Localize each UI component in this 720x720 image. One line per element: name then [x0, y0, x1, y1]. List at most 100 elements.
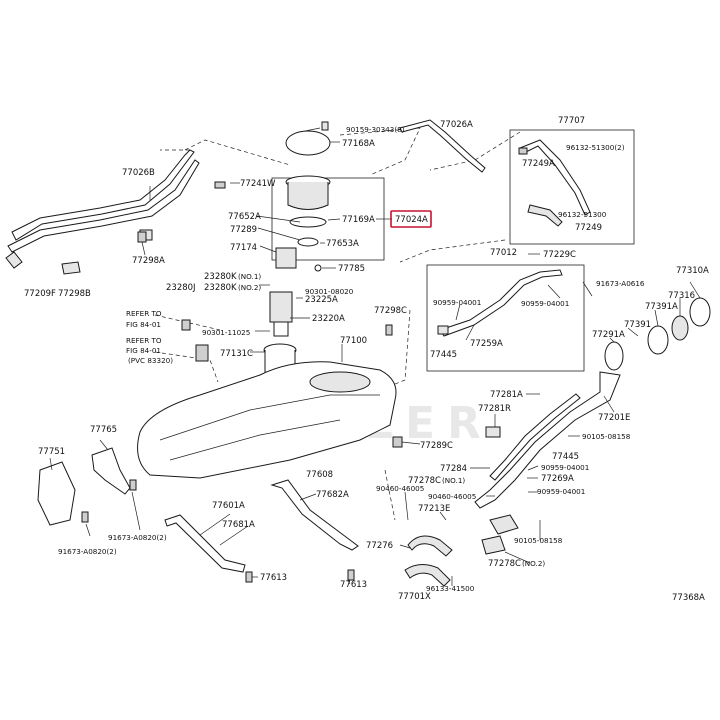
label-77281a[interactable]: 77281A [490, 390, 523, 400]
vent-tube-box [509, 129, 635, 245]
label-77613-a[interactable]: 77613 [260, 573, 287, 583]
label-91673-b[interactable]: 91673-A0820(2) [108, 533, 167, 542]
hose-77249 [527, 204, 563, 227]
refer1-line2[interactable]: FIG 84-01 [126, 320, 161, 329]
label-77785[interactable]: 77785 [338, 264, 365, 274]
label-77289c[interactable]: 77289C [420, 441, 453, 451]
leader-lines [49, 127, 701, 586]
label-77278c-1-note: (NO.1) [442, 476, 465, 485]
bracket-77765 [91, 447, 131, 495]
fuel-tube-77026b [5, 149, 200, 275]
band-77608 [270, 479, 359, 551]
label-77445-a[interactable]: 77445 [430, 350, 457, 360]
label-77682a[interactable]: 77682A [316, 490, 349, 500]
label-77249[interactable]: 77249 [575, 223, 602, 233]
label-77391[interactable]: 77391 [624, 320, 651, 330]
hose-77278c [481, 535, 506, 555]
label-77241w[interactable]: 77241W [240, 179, 276, 189]
label-77269a[interactable]: 77269A [541, 474, 574, 484]
label-90460-a[interactable]: 90460-46005 [376, 484, 424, 493]
label-77298c[interactable]: 77298C [374, 306, 407, 316]
highlight-frame [390, 210, 432, 228]
refer2-line1: REFER TO [126, 336, 162, 345]
label-77168a[interactable]: 77168A [342, 139, 375, 149]
refer2-line2[interactable]: FIG 84-01 [126, 346, 161, 355]
label-23280k-1[interactable]: 23280K [204, 272, 237, 282]
label-23280k-2[interactable]: 23280K [204, 283, 237, 293]
label-77174[interactable]: 77174 [230, 243, 257, 253]
label-77445-b[interactable]: 77445 [552, 452, 579, 462]
label-77391a[interactable]: 77391A [645, 302, 678, 312]
hose-77281r [485, 426, 501, 438]
gasket-77168a [285, 130, 331, 156]
label-77765[interactable]: 77765 [90, 425, 117, 435]
label-77024a-highlighted[interactable]: 77024A [395, 215, 428, 225]
label-77653a[interactable]: 77653A [326, 239, 359, 249]
label-77278c-1[interactable]: 77278C [408, 476, 441, 486]
label-90301-11025[interactable]: 90301-11025 [202, 328, 250, 337]
label-77316[interactable]: 77316 [668, 291, 695, 301]
label-77169a[interactable]: 77169A [342, 215, 375, 225]
label-77278c-2-note: (NO.2) [522, 559, 545, 568]
part-labels: 77026A 90159-30343(8) 77168A 77707 96132… [24, 116, 709, 603]
label-23225a[interactable]: 23225A [305, 295, 338, 305]
label-77613-b[interactable]: 77613 [340, 580, 367, 590]
vent-tube-77026a [399, 119, 486, 173]
label-77278c-2[interactable]: 77278C [488, 559, 521, 569]
label-77259a[interactable]: 77259A [470, 339, 503, 349]
filler-pipe-77201e [474, 371, 621, 509]
label-77281r[interactable]: 77281R [478, 404, 511, 414]
label-77276[interactable]: 77276 [366, 541, 393, 551]
label-90959-a[interactable]: 90959-04001 [433, 298, 481, 307]
label-77284[interactable]: 77284 [440, 464, 467, 474]
label-23280k-2-note: (NO.2) [238, 283, 261, 292]
band-77601a [164, 514, 246, 573]
label-23220a[interactable]: 23220A [312, 314, 345, 324]
sender-assembly [137, 175, 331, 269]
label-77213e[interactable]: 77213E [418, 504, 450, 514]
label-77249a[interactable]: 77249A [522, 159, 555, 169]
label-77012[interactable]: 77012 [490, 248, 517, 258]
label-77681a[interactable]: 77681A [222, 520, 255, 530]
label-77310a[interactable]: 77310A [676, 266, 709, 276]
label-77298a[interactable]: 77298A [132, 256, 165, 266]
label-77291a[interactable]: 77291A [592, 330, 625, 340]
label-96133[interactable]: 96133-41500 [426, 584, 475, 593]
label-77707[interactable]: 77707 [558, 116, 585, 126]
label-90159[interactable]: 90159-30343(8) [346, 125, 405, 134]
label-90460-b[interactable]: 90460-46005 [428, 492, 476, 501]
label-77229c[interactable]: 77229C [543, 250, 576, 260]
label-23280j[interactable]: 23280J [166, 283, 196, 293]
label-90959-b[interactable]: 90959-04001 [521, 299, 569, 308]
label-96132-a[interactable]: 96132-51300(2) [566, 143, 625, 152]
label-77751[interactable]: 77751 [38, 447, 65, 457]
label-96132-b[interactable]: 96132-51300 [558, 210, 607, 219]
cushion-77289c [392, 436, 403, 448]
label-77298b[interactable]: 77298B [58, 289, 91, 299]
label-77652a[interactable]: 77652A [228, 212, 261, 222]
label-77026b[interactable]: 77026B [122, 168, 155, 178]
label-90105-b[interactable]: 90105-08158 [514, 536, 563, 545]
label-90301-08020[interactable]: 90301-08020 [305, 287, 354, 296]
hose-77445 [437, 325, 449, 335]
label-77601a[interactable]: 77601A [212, 501, 245, 511]
label-77608[interactable]: 77608 [306, 470, 333, 480]
protector-77751 [37, 461, 76, 526]
label-90959-c[interactable]: 90959-04001 [541, 463, 589, 472]
label-77026a[interactable]: 77026A [440, 120, 473, 130]
label-91673-a0616[interactable]: 91673-A0616 [596, 279, 645, 288]
label-77209f[interactable]: 77209F [24, 289, 56, 299]
label-77201e[interactable]: 77201E [598, 413, 630, 423]
label-77131c[interactable]: 77131C [220, 349, 253, 359]
hose-77701x [404, 564, 451, 587]
label-90105-a[interactable]: 90105-08158 [582, 432, 631, 441]
label-23280k-1-note: (NO.1) [238, 272, 261, 281]
label-91673-c[interactable]: 91673-A0820(2) [58, 547, 117, 556]
label-90959-d[interactable]: 90959-04001 [537, 487, 585, 496]
label-77701x[interactable]: 77701X [398, 592, 431, 602]
clip-77298c [385, 324, 393, 336]
label-77289[interactable]: 77289 [230, 225, 257, 235]
label-77100[interactable]: 77100 [340, 336, 367, 346]
